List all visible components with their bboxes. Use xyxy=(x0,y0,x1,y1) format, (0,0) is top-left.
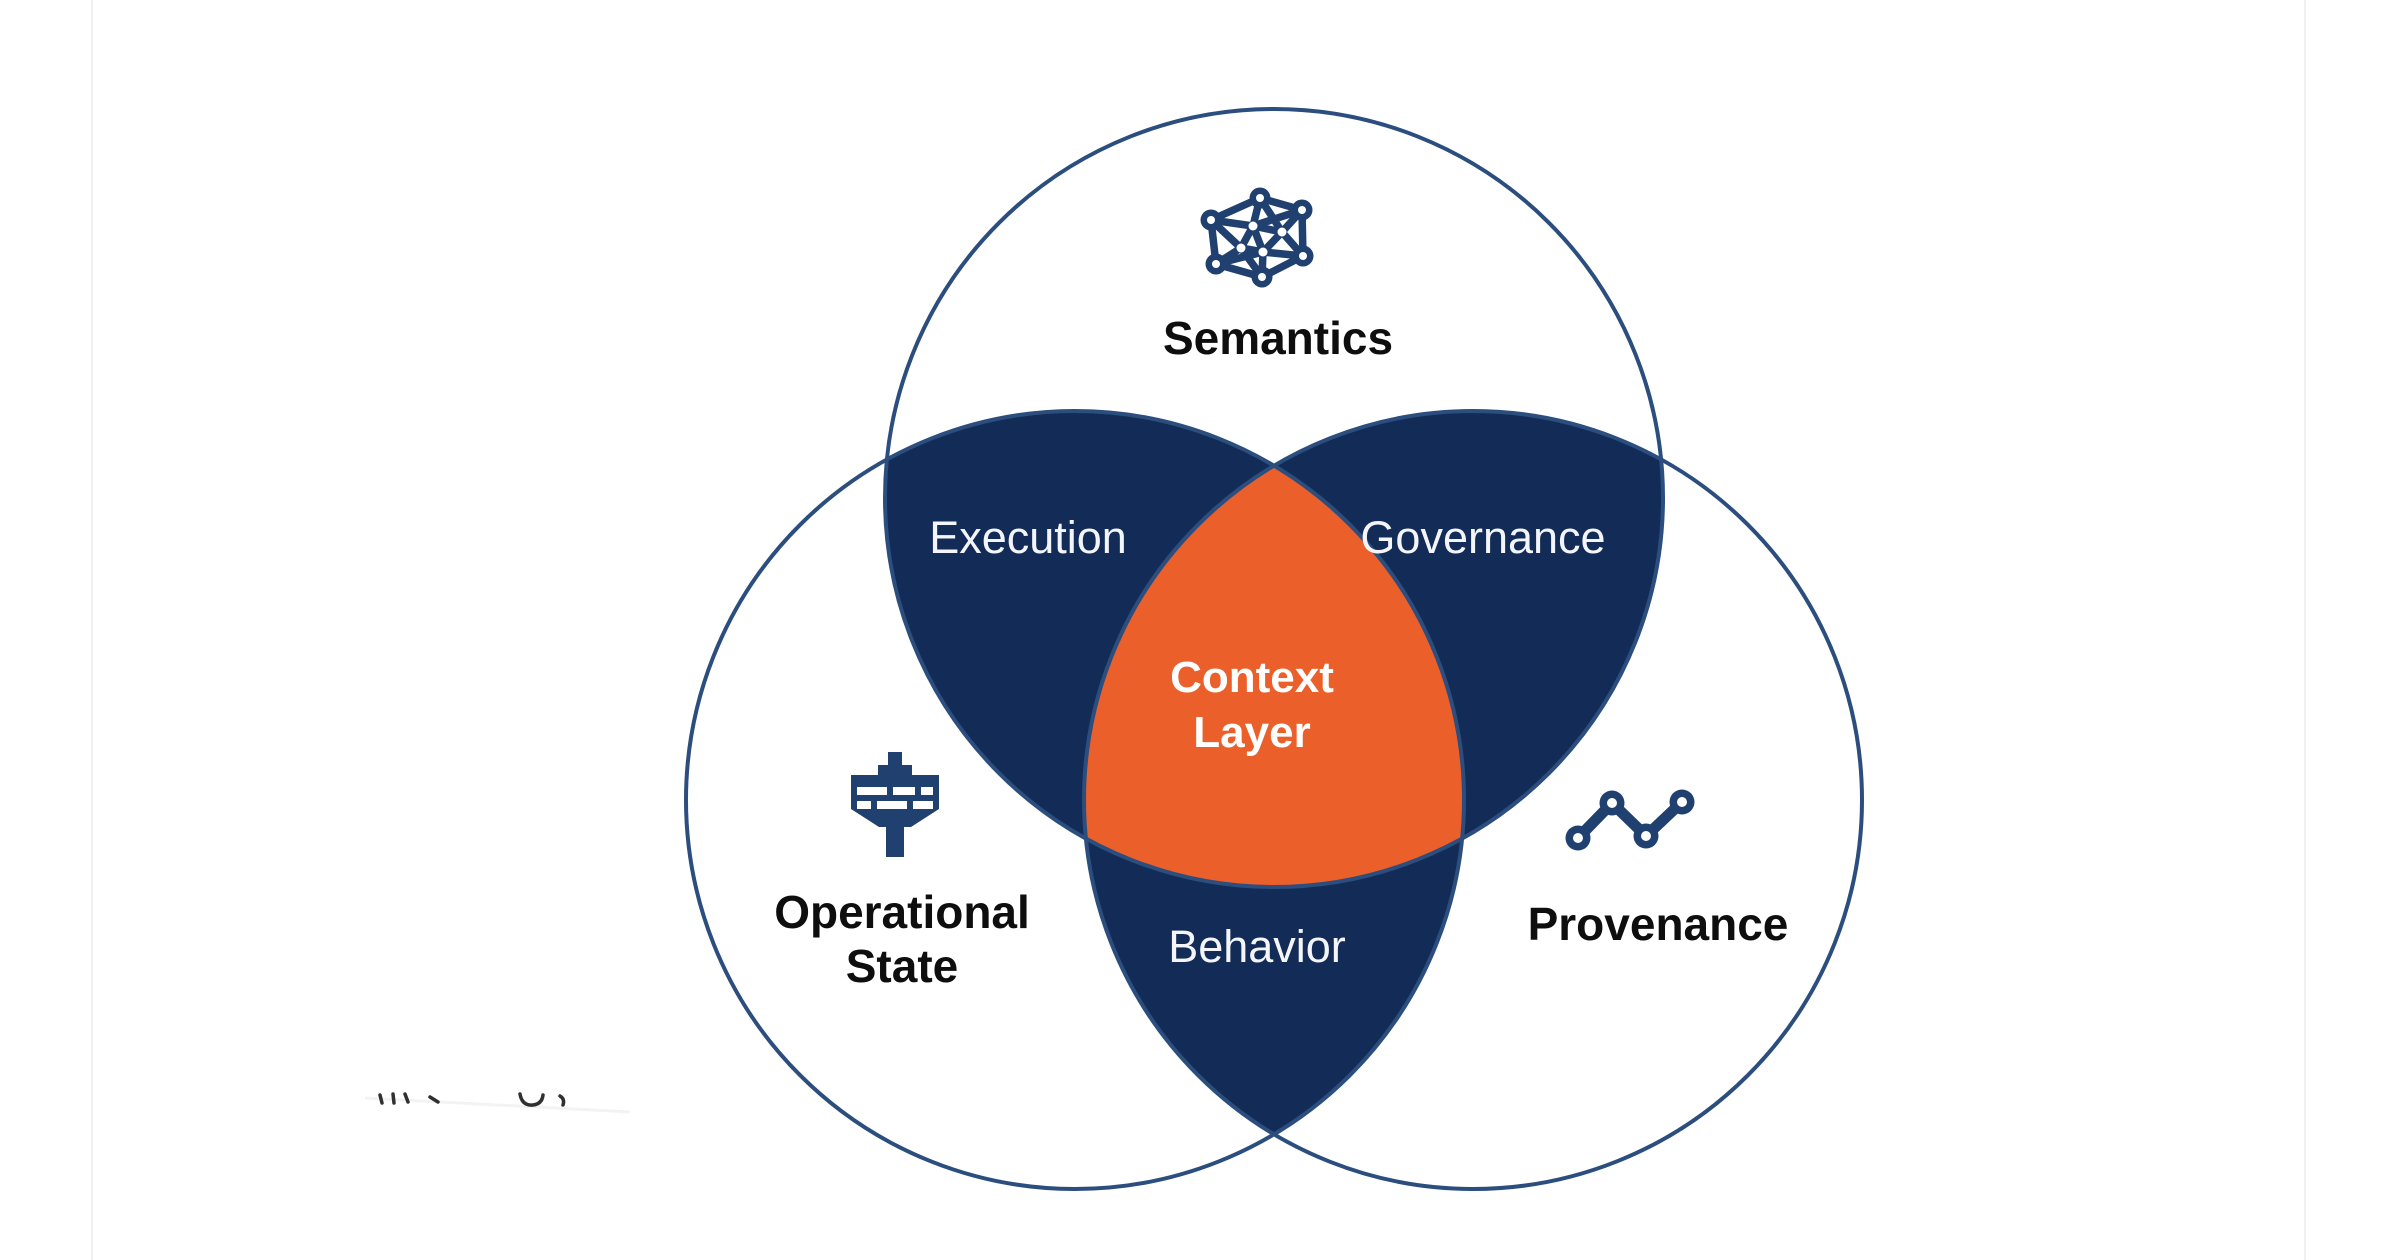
circle-label-provenance: Provenance xyxy=(1527,898,1789,950)
left-edge-artifact-line xyxy=(91,0,93,1260)
venn-outline-semantics xyxy=(883,107,1665,889)
center-clip-outer xyxy=(1084,411,1464,887)
center-clip-inner xyxy=(1084,411,1464,887)
venn-outline-operational-state xyxy=(684,409,1466,1191)
neural-network-icon xyxy=(1200,187,1314,288)
control-tower-icon xyxy=(851,752,939,857)
circle-label-operational-state: Operational State xyxy=(774,886,1030,992)
overlap-label-execution: Execution xyxy=(929,512,1127,563)
overlap-label-behavior: Behavior xyxy=(1168,921,1346,972)
cropped-text-artifact xyxy=(364,1092,631,1114)
overlap-label-governance: Governance xyxy=(1360,512,1606,563)
venn-outline-provenance xyxy=(1082,409,1864,1191)
circle-label-semantics: Semantics xyxy=(1162,312,1394,364)
right-edge-artifact-line xyxy=(2304,0,2306,1260)
line-chart-icon xyxy=(1565,789,1695,851)
center-label-context-layer: Context Layer xyxy=(1170,653,1334,757)
center-context-layer-shape xyxy=(1084,411,1464,887)
